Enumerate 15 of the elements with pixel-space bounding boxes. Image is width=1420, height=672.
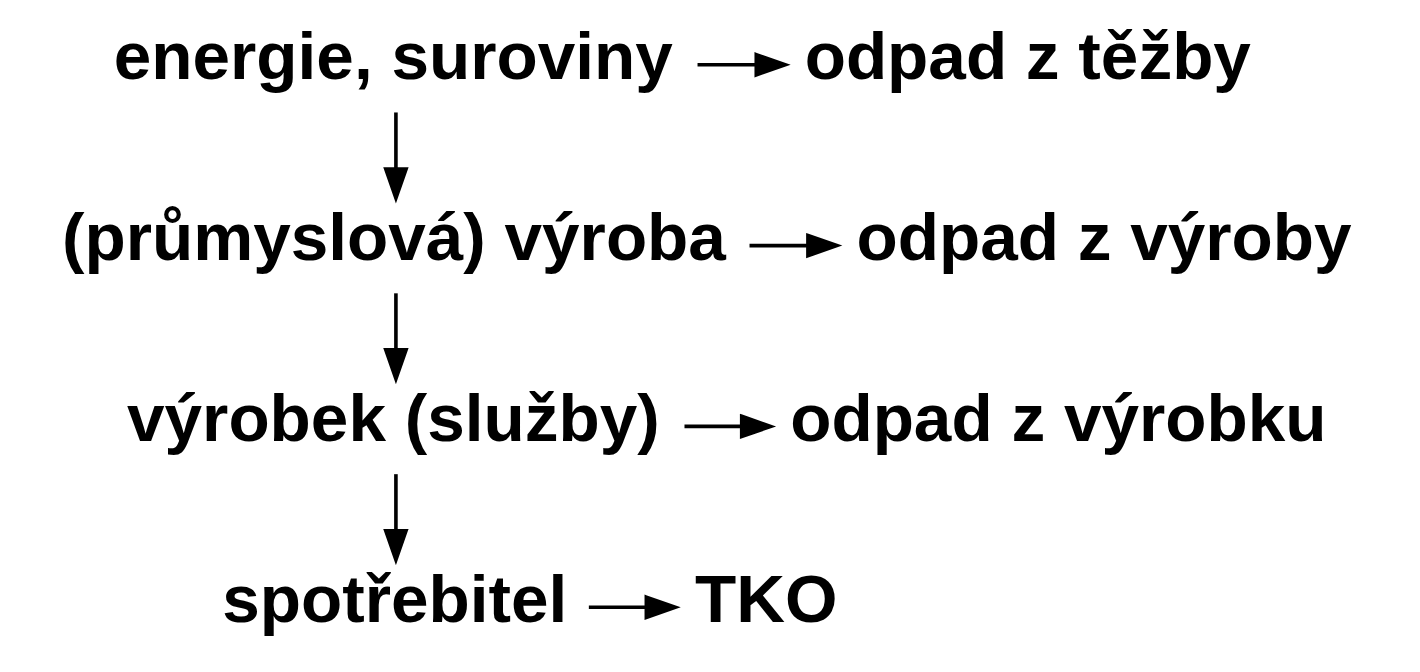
node-text: energie, suroviny — [113, 17, 673, 93]
node-text: odpad z těžby — [804, 17, 1251, 93]
node-text: odpad z výroby — [856, 198, 1352, 274]
node-text: spotřebitel — [222, 560, 568, 636]
node-text: (průmyslová) výroba — [61, 198, 726, 274]
node-text: odpad z výrobku — [790, 379, 1327, 455]
arrow — [383, 474, 409, 566]
arrow — [697, 52, 791, 78]
arrow — [383, 293, 409, 385]
arrow — [684, 413, 777, 440]
arrow — [383, 112, 409, 204]
node-text: výrobek (služby) — [127, 379, 660, 455]
node-text: TKO — [694, 560, 838, 636]
arrow — [588, 594, 681, 620]
arrow — [749, 232, 843, 259]
